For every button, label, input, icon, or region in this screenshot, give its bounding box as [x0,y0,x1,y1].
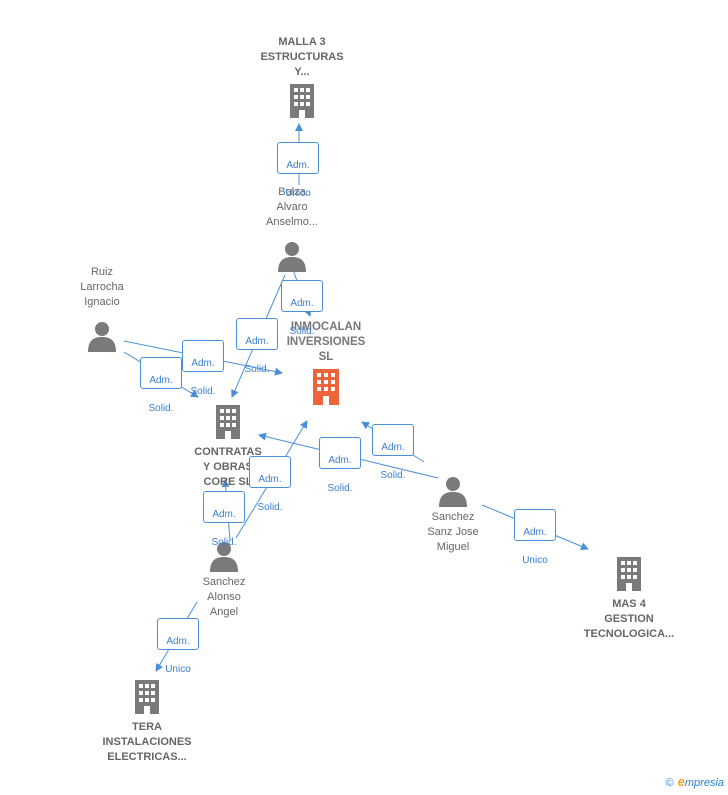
person-icon [439,477,467,507]
node-ruiz-larrocha-ignacio[interactable]: Ruiz Larrocha Ignacio [62,265,142,352]
badge-line1: Adm. [286,160,310,171]
node-label: MAS 4 GESTION TECNOLOGICA... [583,598,675,640]
building-icon [313,369,339,405]
badge-line1: Adm. [191,358,215,369]
badge-line2: Unico [165,664,191,675]
role-badge-ruiz-contratas[interactable]: Adm. Solid. [140,357,182,414]
node-label: Balza Alvaro Anselmo... [266,186,318,228]
node-inmocalan-inversiones[interactable]: INMOCALAN INVERSIONES SL [274,320,378,407]
badge-line2: Unico [285,188,311,199]
copyright-icon: © [665,777,674,789]
role-badge-sanchezalonso-tera[interactable]: Adm. Unico [157,618,199,675]
building-icon [135,680,159,714]
badge-line2: Solid. [289,326,315,337]
node-label: Sanchez Sanz Jose Miguel [427,511,479,553]
role-badge-balza-malla[interactable]: Adm. Unico [277,142,319,199]
badge-line1: Adm. [290,298,314,309]
badge-line2: Unico [522,555,548,566]
person-icon [88,322,116,352]
person-icon [210,542,238,572]
badge-line2: Solid. [148,403,174,414]
building-icon [617,557,641,591]
node-label: MALLA 3 ESTRUCTURAS Y... [260,36,344,78]
badge-line2: Solid. [211,537,237,548]
node-sanchez-alonso-angel[interactable]: Sanchez Alonso Angel [182,540,266,620]
badge-line2: Solid. [244,364,270,375]
role-badge-balza-inmocalan[interactable]: Adm. Solid. [281,280,323,337]
role-badge-sanchezsanz-mas4[interactable]: Adm. Unico [514,509,556,566]
role-badge-sanchezalonso-inmocalan[interactable]: Adm. Solid. [249,456,291,513]
badge-line2: Solid. [380,470,406,481]
node-sanchez-sanz-jose-miguel[interactable]: Sanchez Sanz Jose Miguel [408,475,498,555]
badge-line1: Adm. [166,636,190,647]
role-badge-sanchezalonso-contratas[interactable]: Adm. Solid. [203,491,245,548]
building-icon [216,405,240,439]
badge-line1: Adm. [212,509,236,520]
node-label: INMOCALAN INVERSIONES SL [286,321,366,363]
role-badge-sanchezsanz-inmocalan[interactable]: Adm. Solid. [372,424,414,481]
person-icon [278,242,306,272]
badge-line1: Adm. [149,375,173,386]
node-label: CONTRATAS Y OBRAS CORE SL [194,446,262,488]
empresia-watermark: ©empresia [666,774,724,789]
node-label: Ruiz Larrocha Ignacio [80,266,124,308]
node-malla-3-estructuras[interactable]: MALLA 3 ESTRUCTURAS Y... [250,35,354,120]
badge-line1: Adm. [381,442,405,453]
node-contratas-y-obras-core[interactable]: CONTRATAS Y OBRAS CORE SL [178,405,278,490]
badge-line2: Solid. [190,386,216,397]
node-label: TERA INSTALACIONES ELECTRICAS... [102,721,192,763]
node-label: Sanchez Alonso Angel [202,576,246,618]
building-icon [290,84,314,118]
badge-line1: Adm. [523,527,547,538]
role-badge-balza-contratas[interactable]: Adm. Solid. [236,318,278,375]
node-mas-4-gestion-tecnologica[interactable]: MAS 4 GESTION TECNOLOGICA... [574,557,684,642]
badge-line2: Solid. [257,502,283,513]
badge-line1: Adm. [245,336,269,347]
node-balza-alvaro-anselmo[interactable]: Balza Alvaro Anselmo... [250,185,334,272]
role-badge-sanchezsanz-contratas[interactable]: Adm. Solid. [319,437,361,494]
role-badge-ruiz-inmocalan[interactable]: Adm. Solid. [182,340,224,397]
badge-line2: Solid. [327,483,353,494]
brand-initial: e [677,774,685,789]
badge-line1: Adm. [258,474,282,485]
brand-name: mpresia [684,777,724,789]
node-tera-instalaciones-electricas[interactable]: TERA INSTALACIONES ELECTRICAS... [92,680,202,765]
badge-line1: Adm. [328,455,352,466]
